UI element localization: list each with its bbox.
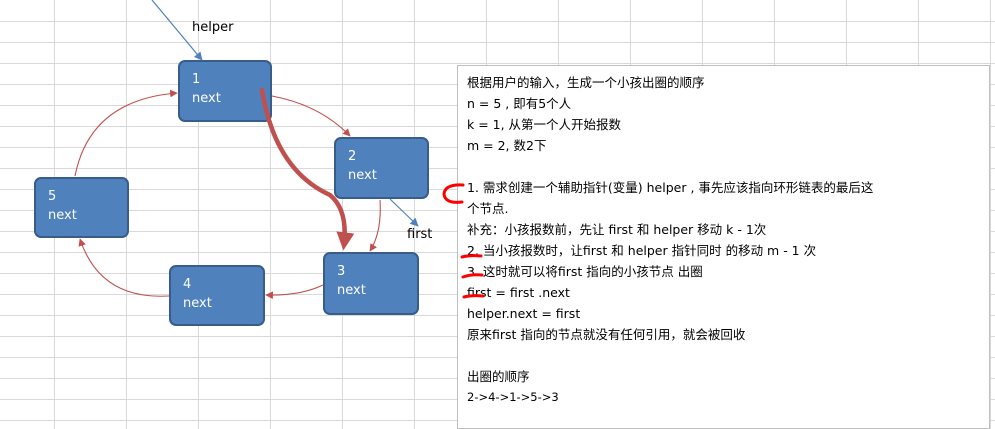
first-label: first xyxy=(407,227,433,242)
note-line-8: 2. 当小孩报数时，让first 和 helper 指针同时 的移动 m - 1… xyxy=(467,243,817,258)
explanation-textbox: 根据用户的输入，生成一个小孩出圈的顺序 n = 5 , 即有5个人 k = 1,… xyxy=(457,65,990,429)
note-line-3: k = 1, 从第一个人开始报数 xyxy=(467,117,622,132)
note-line-4: m = 2, 数2下 xyxy=(467,138,547,153)
note-line-12: 原来first 指向的节点就没有任何引用，就会被回收 xyxy=(467,327,746,342)
node-2-number: 2 xyxy=(348,149,357,164)
node-1-number: 1 xyxy=(192,72,201,87)
note-line-10: first = first .next xyxy=(467,285,570,300)
node-4-next: next xyxy=(183,296,212,311)
note-line-11: helper.next = first xyxy=(467,306,581,321)
note-line-13: 出圈的顺序 xyxy=(467,369,530,384)
note-line-6: 个节点. xyxy=(467,201,509,216)
note-line-1: 根据用户的输入，生成一个小孩出圈的顺序 xyxy=(467,75,705,90)
note-line-2: n = 5 , 即有5个人 xyxy=(467,96,572,111)
note-line-5: 1. 需求创建一个辅助指针(变量) helper , 事先应该指向环形链表的最后… xyxy=(467,180,874,195)
node-5-next: next xyxy=(48,208,77,223)
node-4: 4 next xyxy=(169,265,265,326)
node-3: 3 next xyxy=(323,252,419,315)
note-line-7: 补充：小孩报数前，先让 first 和 helper 移动 k - 1次 xyxy=(467,222,767,237)
node-1: 1 next xyxy=(178,60,272,122)
node-2: 2 next xyxy=(334,137,429,199)
note-line-9: 3. 这时就可以将first 指向的小孩节点 出圈 xyxy=(467,264,703,279)
node-5: 5 next xyxy=(34,177,129,238)
node-4-number: 4 xyxy=(183,277,192,292)
note-line-14: 2->4->1->5->3 xyxy=(467,390,559,404)
node-3-number: 3 xyxy=(337,264,346,279)
node-2-next: next xyxy=(348,168,377,183)
node-1-next: next xyxy=(192,91,221,106)
node-5-number: 5 xyxy=(48,189,57,204)
helper-label: helper xyxy=(192,20,234,35)
node-3-next: next xyxy=(337,283,366,298)
